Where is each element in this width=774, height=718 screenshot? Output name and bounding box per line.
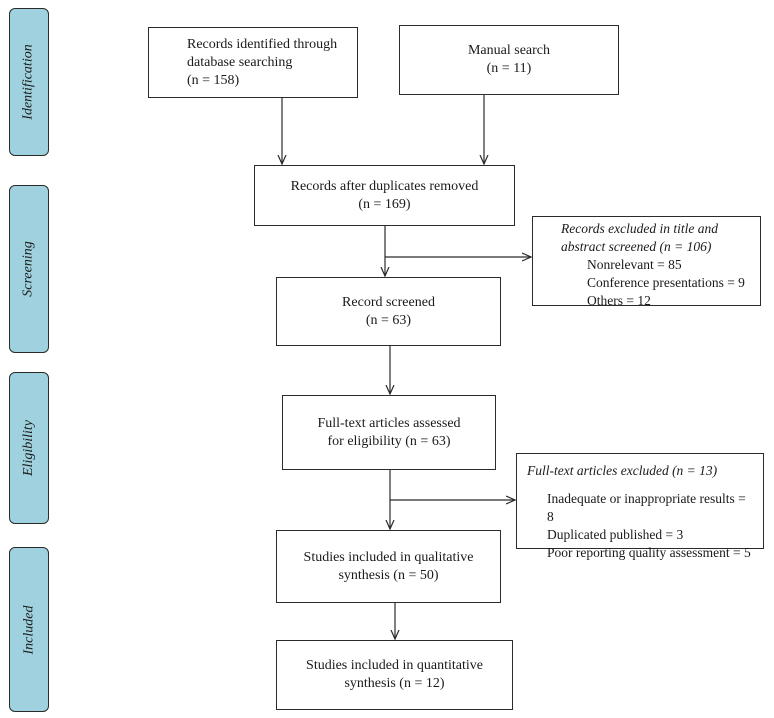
duplicates-count: (n = 169) bbox=[358, 196, 411, 212]
qualitative-line1: Studies included in qualitative bbox=[303, 549, 474, 565]
database-line1: Records identified through bbox=[187, 36, 338, 52]
stage-screening-label: Screening bbox=[21, 241, 36, 297]
title-exclusion-item: Others = 12 bbox=[587, 293, 651, 308]
stage-included-label: Included bbox=[21, 605, 37, 654]
box-qualitative-synthesis: Studies included in qualitative synthesi… bbox=[276, 530, 501, 603]
qualitative-line2: synthesis (n = 50) bbox=[338, 567, 439, 583]
fulltext-line2: for eligibility (n = 63) bbox=[327, 433, 451, 449]
fulltext-exclusion-heading: Full-text articles excluded (n = 13) bbox=[527, 463, 718, 478]
title-exclusion-heading2: abstract screened (n = 106) bbox=[561, 239, 712, 254]
box-quantitative-synthesis: Studies included in quantitative synthes… bbox=[276, 640, 513, 710]
box-manual-search: Manual search (n = 11) bbox=[399, 25, 619, 95]
manual-line1: Manual search bbox=[467, 43, 551, 58]
stage-included: Included bbox=[9, 547, 49, 712]
fulltext-line1: Full-text articles assessed bbox=[317, 415, 461, 431]
stage-eligibility-label: Eligibility bbox=[21, 420, 36, 476]
box-fulltext-excluded: Full-text articles excluded (n = 13) Ina… bbox=[516, 453, 764, 560]
manual-count: (n = 11) bbox=[486, 61, 532, 76]
database-line2: database searching bbox=[187, 54, 293, 70]
title-exclusion-heading1: Records excluded in title and bbox=[561, 221, 718, 236]
quantitative-line2: synthesis (n = 12) bbox=[344, 676, 445, 691]
title-exclusion-item: Nonrelevant = 85 bbox=[587, 257, 682, 272]
box-title-abstract-excluded: Records excluded in title and abstract s… bbox=[532, 216, 761, 308]
screened-count: (n = 63) bbox=[365, 312, 412, 328]
stage-screening: Screening bbox=[9, 185, 49, 353]
title-exclusion-item: Conference presentations = 9 bbox=[587, 275, 745, 290]
quantitative-line1: Studies included in quantitative bbox=[306, 658, 483, 673]
stage-identification-label: Identification bbox=[21, 44, 36, 120]
box-fulltext-assessed: Full-text articles assessed for eligibil… bbox=[282, 395, 496, 470]
stage-eligibility: Eligibility bbox=[9, 372, 49, 524]
box-after-duplicates: Records after duplicates removed (n = 16… bbox=[254, 165, 515, 226]
fulltext-exclusion-item: Duplicated published = 3 bbox=[547, 527, 684, 542]
box-database-search: Records identified through database sear… bbox=[148, 27, 358, 98]
fulltext-exclusion-item: Poor reporting quality assessment = 5 bbox=[547, 545, 751, 560]
duplicates-line1: Records after duplicates removed bbox=[290, 178, 479, 194]
screened-line1: Record screened bbox=[342, 294, 435, 310]
stage-identification: Identification bbox=[9, 8, 49, 156]
fulltext-exclusion-item: Inadequate or inappropriate results = 8 bbox=[547, 491, 746, 524]
database-count: (n = 158) bbox=[187, 72, 240, 88]
box-record-screened: Record screened (n = 63) bbox=[276, 277, 501, 346]
